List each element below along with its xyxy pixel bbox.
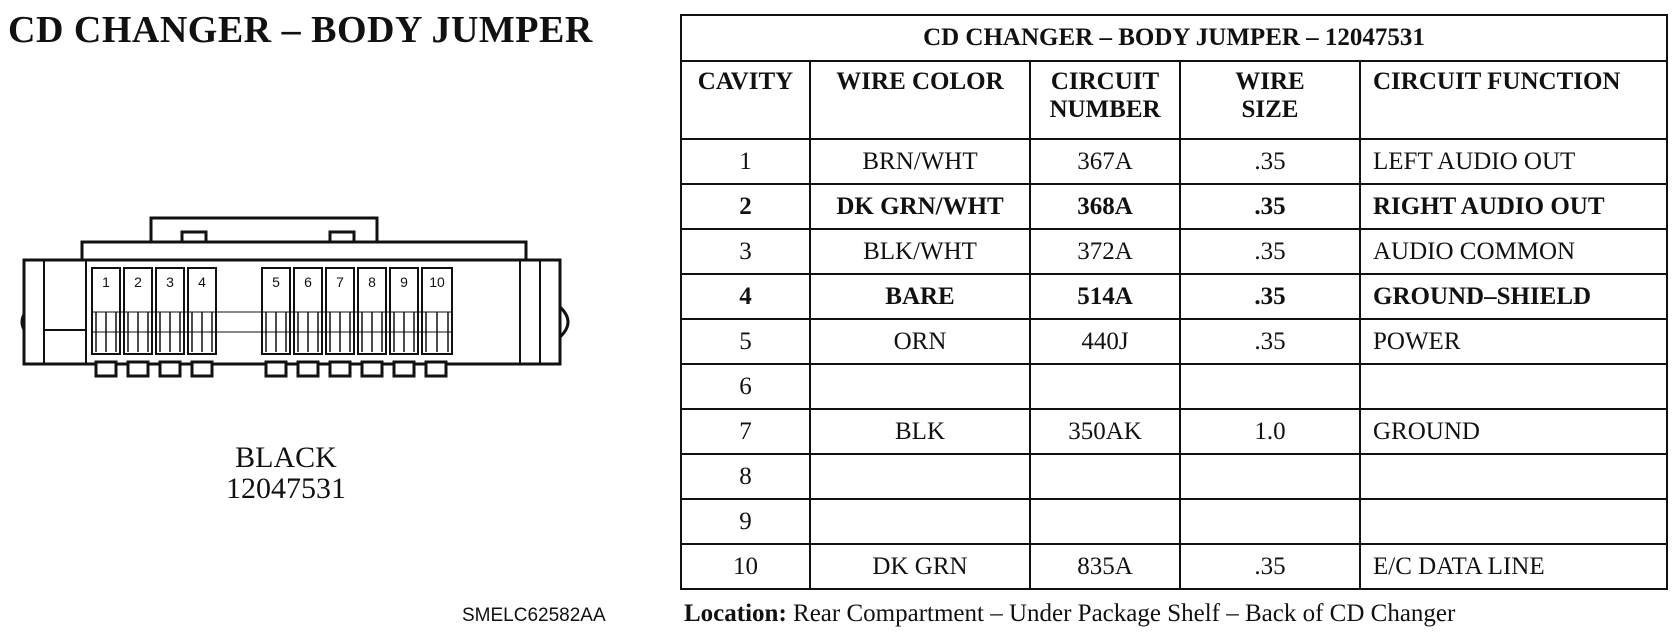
cell-circuit-number [1029, 453, 1181, 500]
cell-wire-color: ORN [809, 318, 1031, 365]
cell-wire-size: .35 [1179, 228, 1361, 275]
header-circuit-number-line1: CIRCUIT [1050, 68, 1160, 95]
connector-diagram: 1 2 3 4 5 6 7 8 9 10 [10, 212, 590, 402]
pin-label: 1 [102, 274, 110, 290]
cell-cavity: 6 [680, 363, 811, 410]
cell-wire-size: .35 [1179, 318, 1361, 365]
connector-color: BLACK [235, 441, 337, 474]
cell-cavity: 1 [680, 138, 811, 185]
cell-cavity: 7 [680, 408, 811, 455]
header-wire-size-line2: SIZE [1241, 96, 1299, 123]
cell-wire-size [1179, 498, 1361, 545]
cell-cavity: 9 [680, 498, 811, 545]
cell-function: LEFT AUDIO OUT [1358, 138, 1669, 185]
cell-wire-size: .35 [1179, 183, 1361, 230]
connector-part-number: 12047531 [226, 472, 346, 505]
cell-function: POWER [1358, 318, 1669, 365]
table-row: 10 DK GRN 835A .35 E/C DATA LINE [680, 543, 1669, 590]
connector-caption: BLACK 12047531 [196, 442, 376, 504]
cell-function: GROUND–SHIELD [1358, 273, 1669, 320]
cell-cavity: 5 [680, 318, 811, 365]
table-title: CD CHANGER – BODY JUMPER – 12047531 [679, 14, 1669, 62]
table-row: 9 [680, 498, 1669, 545]
image-code: SMELC62582AA [462, 605, 606, 626]
pin-label: 8 [368, 274, 376, 290]
pin-label: 9 [400, 274, 408, 290]
cell-function: AUDIO COMMON [1358, 228, 1669, 275]
pin-label: 4 [198, 274, 206, 290]
header-circuit-function: CIRCUIT FUNCTION [1358, 60, 1669, 140]
cell-circuit-number: 368A [1029, 183, 1181, 230]
cell-cavity: 2 [680, 183, 811, 230]
cell-wire-color: DK GRN [809, 543, 1031, 590]
cell-circuit-number: 440J [1029, 318, 1181, 365]
header-circuit-number: CIRCUIT NUMBER [1029, 60, 1181, 140]
cell-circuit-number: 835A [1029, 543, 1181, 590]
pin-label: 7 [336, 274, 344, 290]
cell-cavity: 3 [680, 228, 811, 275]
cell-wire-color: BRN/WHT [809, 138, 1031, 185]
location-note: Location: Rear Compartment – Under Packa… [684, 600, 1455, 628]
cell-cavity: 10 [680, 543, 811, 590]
cell-circuit-number [1029, 363, 1181, 410]
cell-wire-color: BLK [809, 408, 1031, 455]
cell-wire-size: .35 [1179, 273, 1361, 320]
cell-wire-color [809, 363, 1031, 410]
cell-circuit-number: 367A [1029, 138, 1181, 185]
cell-function: GROUND [1358, 408, 1669, 455]
table-header-row: CAVITY WIRE COLOR CIRCUIT NUMBER WIRE SI… [680, 60, 1669, 140]
cell-wire-size: .35 [1179, 138, 1361, 185]
cell-wire-size [1179, 363, 1361, 410]
cell-wire-color [809, 498, 1031, 545]
header-wire-size-line1: WIRE [1235, 68, 1305, 95]
table-row: 3 BLK/WHT 372A .35 AUDIO COMMON [680, 228, 1669, 275]
header-wire-color: WIRE COLOR [809, 60, 1031, 140]
cell-wire-color: DK GRN/WHT [809, 183, 1031, 230]
connector-drawing: 1 2 3 4 5 6 7 8 9 10 [20, 216, 570, 378]
cell-circuit-number: 372A [1029, 228, 1181, 275]
cell-circuit-number: 514A [1029, 273, 1181, 320]
header-wire-size: WIRE SIZE [1179, 60, 1361, 140]
pin-label: 3 [166, 274, 174, 290]
pin-label: 2 [134, 274, 142, 290]
cell-function: RIGHT AUDIO OUT [1358, 183, 1669, 230]
cell-function [1358, 453, 1669, 500]
pin-label: 10 [429, 274, 445, 290]
cell-wire-color [809, 453, 1031, 500]
table-row: 2 DK GRN/WHT 368A .35 RIGHT AUDIO OUT [680, 183, 1669, 230]
pin-label: 5 [272, 274, 280, 290]
table-row: 8 [680, 453, 1669, 500]
cell-wire-color: BLK/WHT [809, 228, 1031, 275]
location-text: Rear Compartment – Under Package Shelf –… [793, 600, 1456, 627]
cell-function [1358, 498, 1669, 545]
table-row: 5 ORN 440J .35 POWER [680, 318, 1669, 365]
table-row: 6 [680, 363, 1669, 410]
cell-wire-size: .35 [1179, 543, 1361, 590]
pinout-table: CD CHANGER – BODY JUMPER – 12047531 CAVI… [679, 14, 1669, 590]
page-title: CD CHANGER – BODY JUMPER [8, 9, 593, 51]
cell-cavity: 4 [680, 273, 811, 320]
cell-function [1358, 363, 1669, 410]
header-circuit-number-line2: NUMBER [1049, 96, 1161, 123]
cell-wire-size [1179, 453, 1361, 500]
table-row: 4 BARE 514A .35 GROUND–SHIELD [680, 273, 1669, 320]
location-label: Location: [684, 600, 787, 627]
cell-wire-color: BARE [809, 273, 1031, 320]
cell-function: E/C DATA LINE [1358, 543, 1669, 590]
cell-circuit-number: 350AK [1029, 408, 1181, 455]
cell-cavity: 8 [680, 453, 811, 500]
cell-circuit-number [1029, 498, 1181, 545]
pin-label: 6 [304, 274, 312, 290]
cell-wire-size: 1.0 [1179, 408, 1361, 455]
table-row: 7 BLK 350AK 1.0 GROUND [680, 408, 1669, 455]
table-row: 1 BRN/WHT 367A .35 LEFT AUDIO OUT [680, 138, 1669, 185]
header-cavity: CAVITY [680, 60, 811, 140]
